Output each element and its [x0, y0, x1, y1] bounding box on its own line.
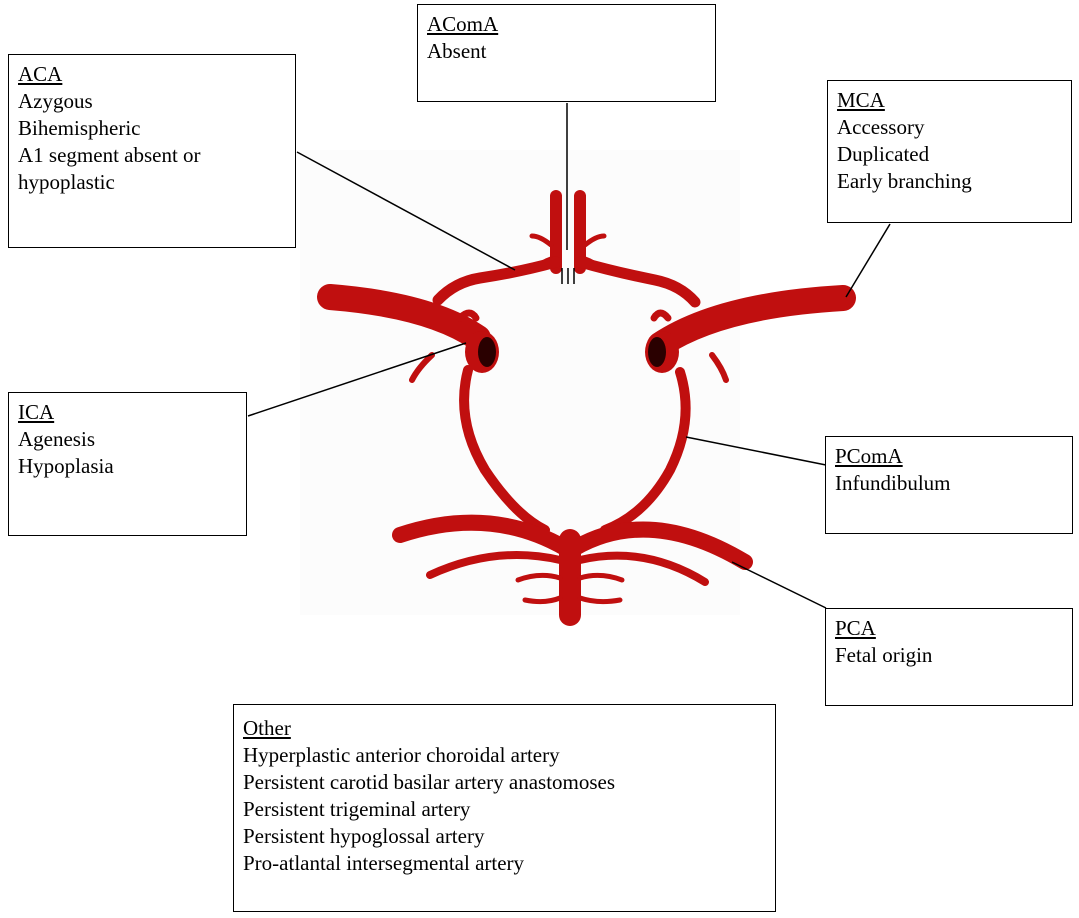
other-label-box: Other Hyperplastic anterior choroidal ar…	[233, 704, 776, 912]
aca-line-3: A1 segment absent or	[18, 142, 286, 169]
illustration-background	[300, 150, 740, 615]
mca-line-1: Accessory	[837, 114, 1062, 141]
acoma-heading: AComA	[427, 11, 706, 38]
aca-label-box: ACA Azygous Bihemispheric A1 segment abs…	[8, 54, 296, 248]
other-line-2: Persistent carotid basilar artery anasto…	[243, 769, 766, 796]
aca-heading: ACA	[18, 61, 286, 88]
mca-line-3: Early branching	[837, 168, 1062, 195]
mca-heading: MCA	[837, 87, 1062, 114]
pca-line-1: Fetal origin	[835, 642, 1063, 669]
other-line-5: Pro-atlantal intersegmental artery	[243, 850, 766, 877]
mca-leader	[846, 224, 890, 297]
pca-label-box: PCA Fetal origin	[825, 608, 1073, 706]
pcoma-line-1: Infundibulum	[835, 470, 1063, 497]
other-line-4: Persistent hypoglossal artery	[243, 823, 766, 850]
other-line-1: Hyperplastic anterior choroidal artery	[243, 742, 766, 769]
ica-heading: ICA	[18, 399, 237, 426]
ica-line-1: Agenesis	[18, 426, 237, 453]
mca-line-2: Duplicated	[837, 141, 1062, 168]
pca-leader	[732, 562, 826, 608]
pcoma-label-box: PComA Infundibulum	[825, 436, 1073, 534]
other-heading: Other	[243, 715, 766, 742]
other-line-3: Persistent trigeminal artery	[243, 796, 766, 823]
ica-left-lumen-inner	[478, 337, 496, 367]
pca-heading: PCA	[835, 615, 1063, 642]
ica-right-lumen-inner	[648, 337, 666, 367]
acoma-line-1: Absent	[427, 38, 706, 65]
aca-line-1: Azygous	[18, 88, 286, 115]
acoma-label-box: AComA Absent	[417, 4, 716, 102]
mca-label-box: MCA Accessory Duplicated Early branching	[827, 80, 1072, 223]
ica-line-2: Hypoplasia	[18, 453, 237, 480]
pcoma-heading: PComA	[835, 443, 1063, 470]
ica-label-box: ICA Agenesis Hypoplasia	[8, 392, 247, 536]
aca-line-2: Bihemispheric	[18, 115, 286, 142]
aca-line-4: hypoplastic	[18, 169, 286, 196]
